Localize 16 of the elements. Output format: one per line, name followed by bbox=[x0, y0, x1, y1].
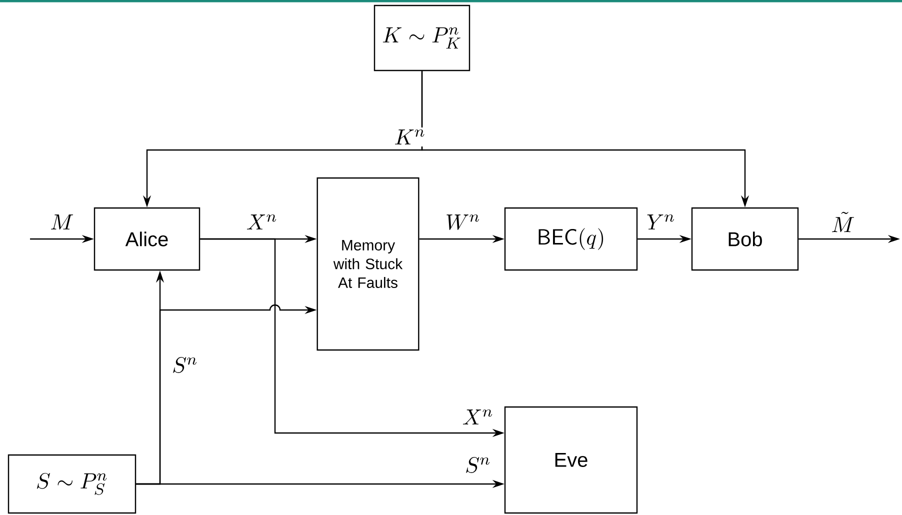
edge-label: $W^n$ bbox=[443, 212, 483, 232]
memory-box: Memory with Stuck At Faults bbox=[316, 177, 420, 351]
eavesdropper-box: Eve bbox=[504, 406, 638, 514]
edge-label: $M$ bbox=[48, 212, 76, 232]
decoder-box: Bob bbox=[691, 207, 799, 271]
edge-label: $X^n$ bbox=[460, 408, 496, 426]
edge-label: $S^n$ bbox=[170, 356, 200, 374]
edge-label: $Y^n$ bbox=[644, 212, 678, 232]
edge-label: $S^n$ bbox=[463, 456, 493, 474]
distribution-box: $S \sim P_S^n$ bbox=[8, 454, 136, 514]
edge-label: $X^n$ bbox=[244, 212, 280, 232]
encoder-box: Alice bbox=[94, 207, 200, 271]
edge-label: $K^n$ bbox=[392, 128, 428, 146]
channel-box: $\mathsf{BEC}(q)$ bbox=[504, 207, 638, 271]
distribution-box: $K \sim P_K^n$ bbox=[374, 4, 470, 72]
edge-label: $\tilde{M}$ bbox=[829, 210, 857, 234]
